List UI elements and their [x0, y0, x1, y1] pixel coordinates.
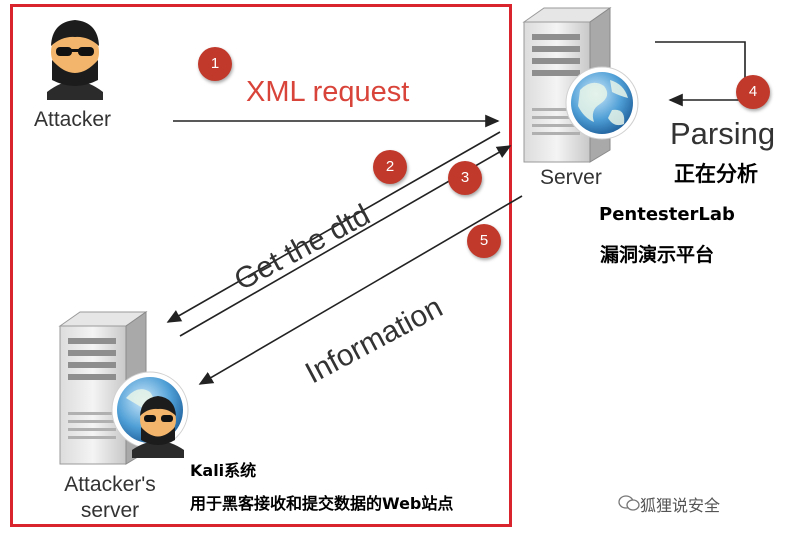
platform-annotation: 漏洞演示平台 — [600, 244, 715, 266]
parsing-label: Parsing — [670, 116, 776, 151]
arrow-information — [198, 195, 523, 385]
step-badge-1: 1 — [198, 47, 232, 81]
server-label: Server — [540, 166, 602, 189]
pentesterlab-annotation: PentesterLab — [599, 204, 735, 225]
arrow-get-dtd — [166, 131, 501, 323]
attacker-server-hacker-icon — [132, 396, 184, 458]
attacker-hacker-icon — [47, 20, 103, 100]
step-badge-5: 5 — [467, 224, 501, 258]
attacker-label: Attacker — [34, 108, 112, 131]
web-site-annotation: 用于黑客接收和提交数据的Web站点 — [190, 494, 454, 513]
wechat-icon — [618, 495, 640, 511]
step-badge-4: 4 — [736, 75, 770, 109]
kali-annotation: Kali系统 — [190, 461, 257, 480]
highlight-frame — [10, 4, 512, 527]
watermark-text: 狐狸说安全 — [640, 496, 721, 515]
server-globe-icon — [565, 66, 639, 140]
arrow-parsing-loop — [655, 41, 746, 107]
xml-request-label: XML request — [246, 76, 410, 108]
attacker-server-label-line2: server — [80, 499, 140, 522]
attacker-server-label-line1: Attacker's — [64, 473, 156, 496]
step-badge-3: 3 — [448, 161, 482, 195]
parsing-annotation: 正在分析 — [674, 162, 758, 186]
step-badge-2: 2 — [373, 150, 407, 184]
attacker-server-label: Attacker's server — [60, 472, 160, 524]
